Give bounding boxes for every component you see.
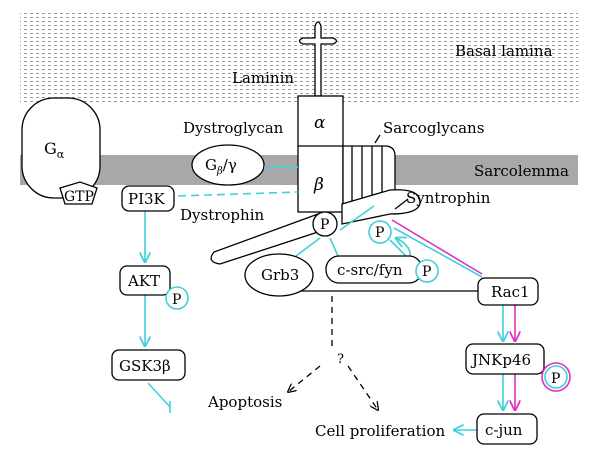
dystroglycan-box [297, 95, 344, 213]
rac1-label: Rac1 [491, 283, 530, 301]
dystroglycan-label: Dystroglycan [183, 119, 284, 137]
laminin-shape [298, 21, 338, 97]
g-alpha-label: Gα [44, 139, 65, 161]
pi3k-label: PI3K [128, 190, 166, 208]
basal-lamina-band [20, 12, 578, 102]
jnkp46-box [465, 343, 545, 375]
gtp-shape [59, 181, 98, 205]
grb3-shape [244, 253, 314, 297]
apoptosis-label: Apoptosis [207, 393, 282, 411]
c-src-phospho-label: P [422, 264, 431, 280]
beta-subunit-label: β [313, 175, 324, 195]
dystrophin-phospho [312, 211, 338, 237]
grb3-label: Grb3 [261, 266, 299, 284]
sarcolemma-label: Sarcolemma [474, 162, 569, 180]
dystrophin-label: Dystrophin [180, 206, 264, 224]
jnkp46-phospho [544, 365, 568, 389]
rac1-box [477, 277, 539, 306]
jnkp46-phospho-label: P [551, 371, 560, 387]
question-mark: ? [337, 352, 344, 367]
jnkp46-label: JNKp46 [470, 351, 531, 369]
akt-phospho-label: P [172, 292, 181, 308]
c-src-fyn-label: c-src/fyn [337, 261, 403, 279]
akt-label: AKT [127, 272, 160, 290]
akt-phospho [165, 286, 189, 310]
gsk3b-box [111, 349, 186, 381]
basal-lamina-label: Basal lamina [455, 42, 553, 60]
gsk3b-label: GSK3β [119, 357, 171, 375]
g-beta-gamma-label: Gβ/γ [205, 156, 237, 177]
syntrophin-phospho [368, 220, 392, 244]
gtp-label: GTP [64, 189, 94, 205]
dystrophin-complex [210, 189, 421, 265]
syntrophin-label: Syntrophin [406, 189, 491, 207]
syntrophin-phospho-label: P [375, 225, 384, 241]
c-jun-label: c-jun [485, 421, 523, 439]
cell-proliferation-label: Cell proliferation [315, 422, 446, 440]
c-jun-box [476, 413, 538, 445]
g-beta-gamma-shape [191, 144, 265, 186]
sarcoglycans-label: Sarcoglycans [383, 119, 484, 137]
dystrophin-phospho-label: P [320, 217, 329, 233]
pi3k-box [121, 185, 175, 212]
c-src-phospho [415, 259, 439, 283]
laminin-label: Laminin [232, 69, 294, 87]
g-alpha-shape [21, 97, 101, 199]
alpha-subunit-label: α [314, 113, 326, 133]
akt-box [119, 265, 171, 296]
